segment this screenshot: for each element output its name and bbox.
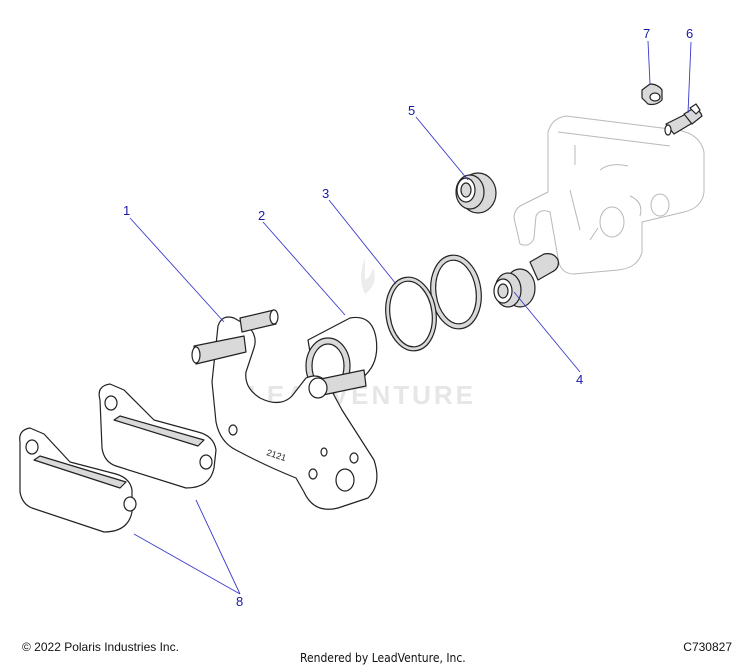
part-3-piston-seals: [385, 254, 482, 352]
watermark-flame-icon: [361, 258, 375, 294]
part-6-bleeder-valve: [664, 103, 703, 136]
leader-line-4: [513, 291, 581, 373]
callout-labels: 1 2 3 4 5 6 7 8: [123, 26, 693, 609]
rendered-by-credit: Rendered by LeadVenture, Inc.: [300, 651, 466, 665]
part-4-slide-pin: [493, 253, 559, 308]
callout-3: 3: [322, 186, 329, 201]
callout-5: 5: [408, 103, 415, 118]
leader-line-8a: [133, 533, 241, 595]
part-5-bushing: [455, 172, 497, 214]
callout-8: 8: [236, 594, 243, 609]
leader-line-3: [328, 199, 397, 285]
caliper-housing: [513, 115, 705, 275]
part-7-bleeder-cap: [641, 83, 663, 106]
leader-line-1: [129, 217, 225, 323]
callout-4: 4: [576, 372, 583, 387]
callout-7: 7: [643, 26, 650, 41]
leader-line-5: [415, 116, 469, 181]
part-8-brake-pads: [19, 383, 217, 533]
drawing-id: C730827: [683, 640, 732, 654]
callout-2: 2: [258, 208, 265, 223]
leader-line-2: [262, 221, 346, 316]
leader-lines: [129, 40, 692, 595]
part-1-caliper-bracket: 2121: [191, 309, 378, 510]
callout-6: 6: [686, 26, 693, 41]
copyright-notice: © 2022 Polaris Industries Inc.: [22, 640, 179, 654]
callout-1: 1: [123, 203, 130, 218]
leader-line-6: [687, 41, 692, 114]
leader-line-7: [647, 40, 651, 85]
leader-line-8b: [195, 499, 241, 595]
